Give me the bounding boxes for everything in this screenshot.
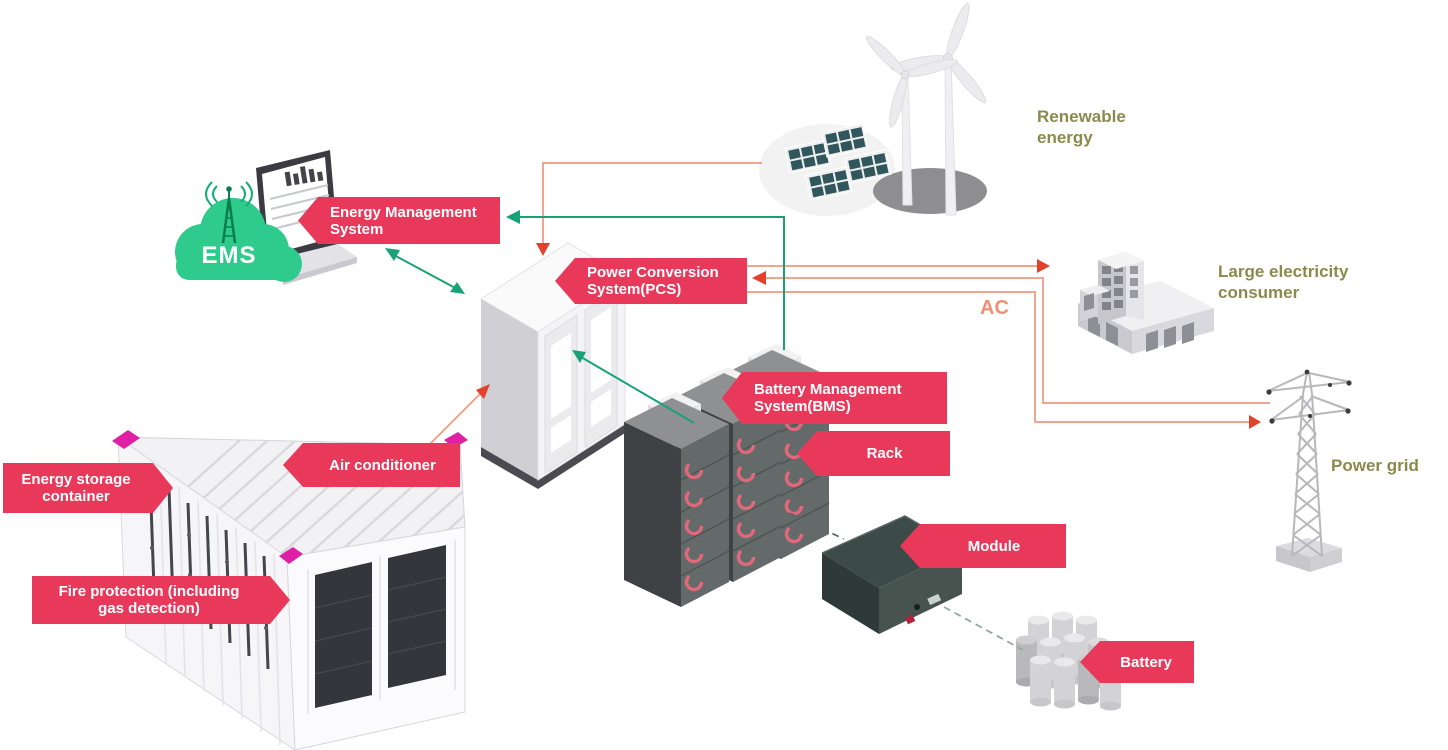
solar-panel-icon [784, 123, 892, 201]
ac-power-lines [418, 162, 1270, 456]
red-arrowheads [476, 243, 1261, 429]
fire-protection-banner: Fire protection (including gas detection… [32, 576, 290, 624]
battery-banner: Battery [1080, 641, 1194, 683]
air-conditioner-banner: Air conditioner [283, 443, 460, 487]
pcs-banner: Power Conversion System(PCS) [555, 258, 747, 304]
module-banner: Module [900, 524, 1066, 568]
battery-banner-label: Battery [1120, 653, 1172, 671]
power-grid-label: Power grid [1331, 455, 1419, 476]
consumer-building-illustration [1078, 252, 1214, 354]
bms-banner: Battery Management System(BMS) [722, 372, 947, 424]
communication-lines [391, 216, 785, 424]
power-grid-label-text: Power grid [1331, 456, 1419, 475]
dashed-links [788, 512, 1024, 651]
pcs-banner-line1: Power Conversion [587, 264, 719, 281]
bms-banner-line1: Battery Management [754, 381, 902, 398]
storage-container-banner-line2: container [42, 488, 110, 505]
ems-cloud-icon: EMS [175, 181, 302, 282]
ems-cloud-label: EMS [201, 242, 256, 269]
consumer-label-line2: consumer [1218, 283, 1300, 302]
power-grid-tower-illustration [1266, 369, 1352, 572]
storage-container-banner-line1: Energy storage [21, 471, 131, 488]
pcs-banner-line2: System(PCS) [587, 281, 682, 298]
storage-container-banner: Energy storage container [3, 463, 173, 513]
renewable-energy-label: Renewable energy [1037, 106, 1126, 148]
renewable-energy-label-line2: energy [1037, 128, 1093, 147]
consumer-label: Large electricity consumer [1218, 261, 1348, 303]
ems-banner: Energy Management System [298, 197, 500, 244]
battery-racks-illustration [624, 344, 830, 607]
laptop-bar-chart [284, 166, 324, 187]
bms-banner-line2: System(BMS) [754, 398, 851, 415]
air-conditioner-banner-label: Air conditioner [329, 456, 436, 474]
rack-banner-label: Rack [866, 445, 903, 462]
ac-line-label: AC [980, 297, 1009, 320]
connection-lines [385, 162, 1270, 651]
ems-banner-line1: Energy Management [330, 203, 477, 221]
antenna-icon [205, 181, 253, 244]
renewable-energy-label-line1: Renewable [1037, 107, 1126, 126]
signal-waves-icon [205, 181, 253, 207]
ac-line-label-text: AC [980, 297, 1009, 319]
rack-banner: Rack [797, 431, 950, 476]
module-banner-label: Module [967, 537, 1021, 555]
ems-banner-line2: System [330, 220, 384, 238]
fire-protection-banner-line1: Fire protection (including [58, 583, 240, 600]
renewable-energy-illustration [759, 2, 987, 216]
wind-turbine-icon [865, 2, 987, 216]
fire-protection-banner-line2: gas detection) [98, 600, 200, 617]
green-arrowheads [385, 210, 586, 363]
consumer-label-line1: Large electricity [1218, 262, 1349, 281]
